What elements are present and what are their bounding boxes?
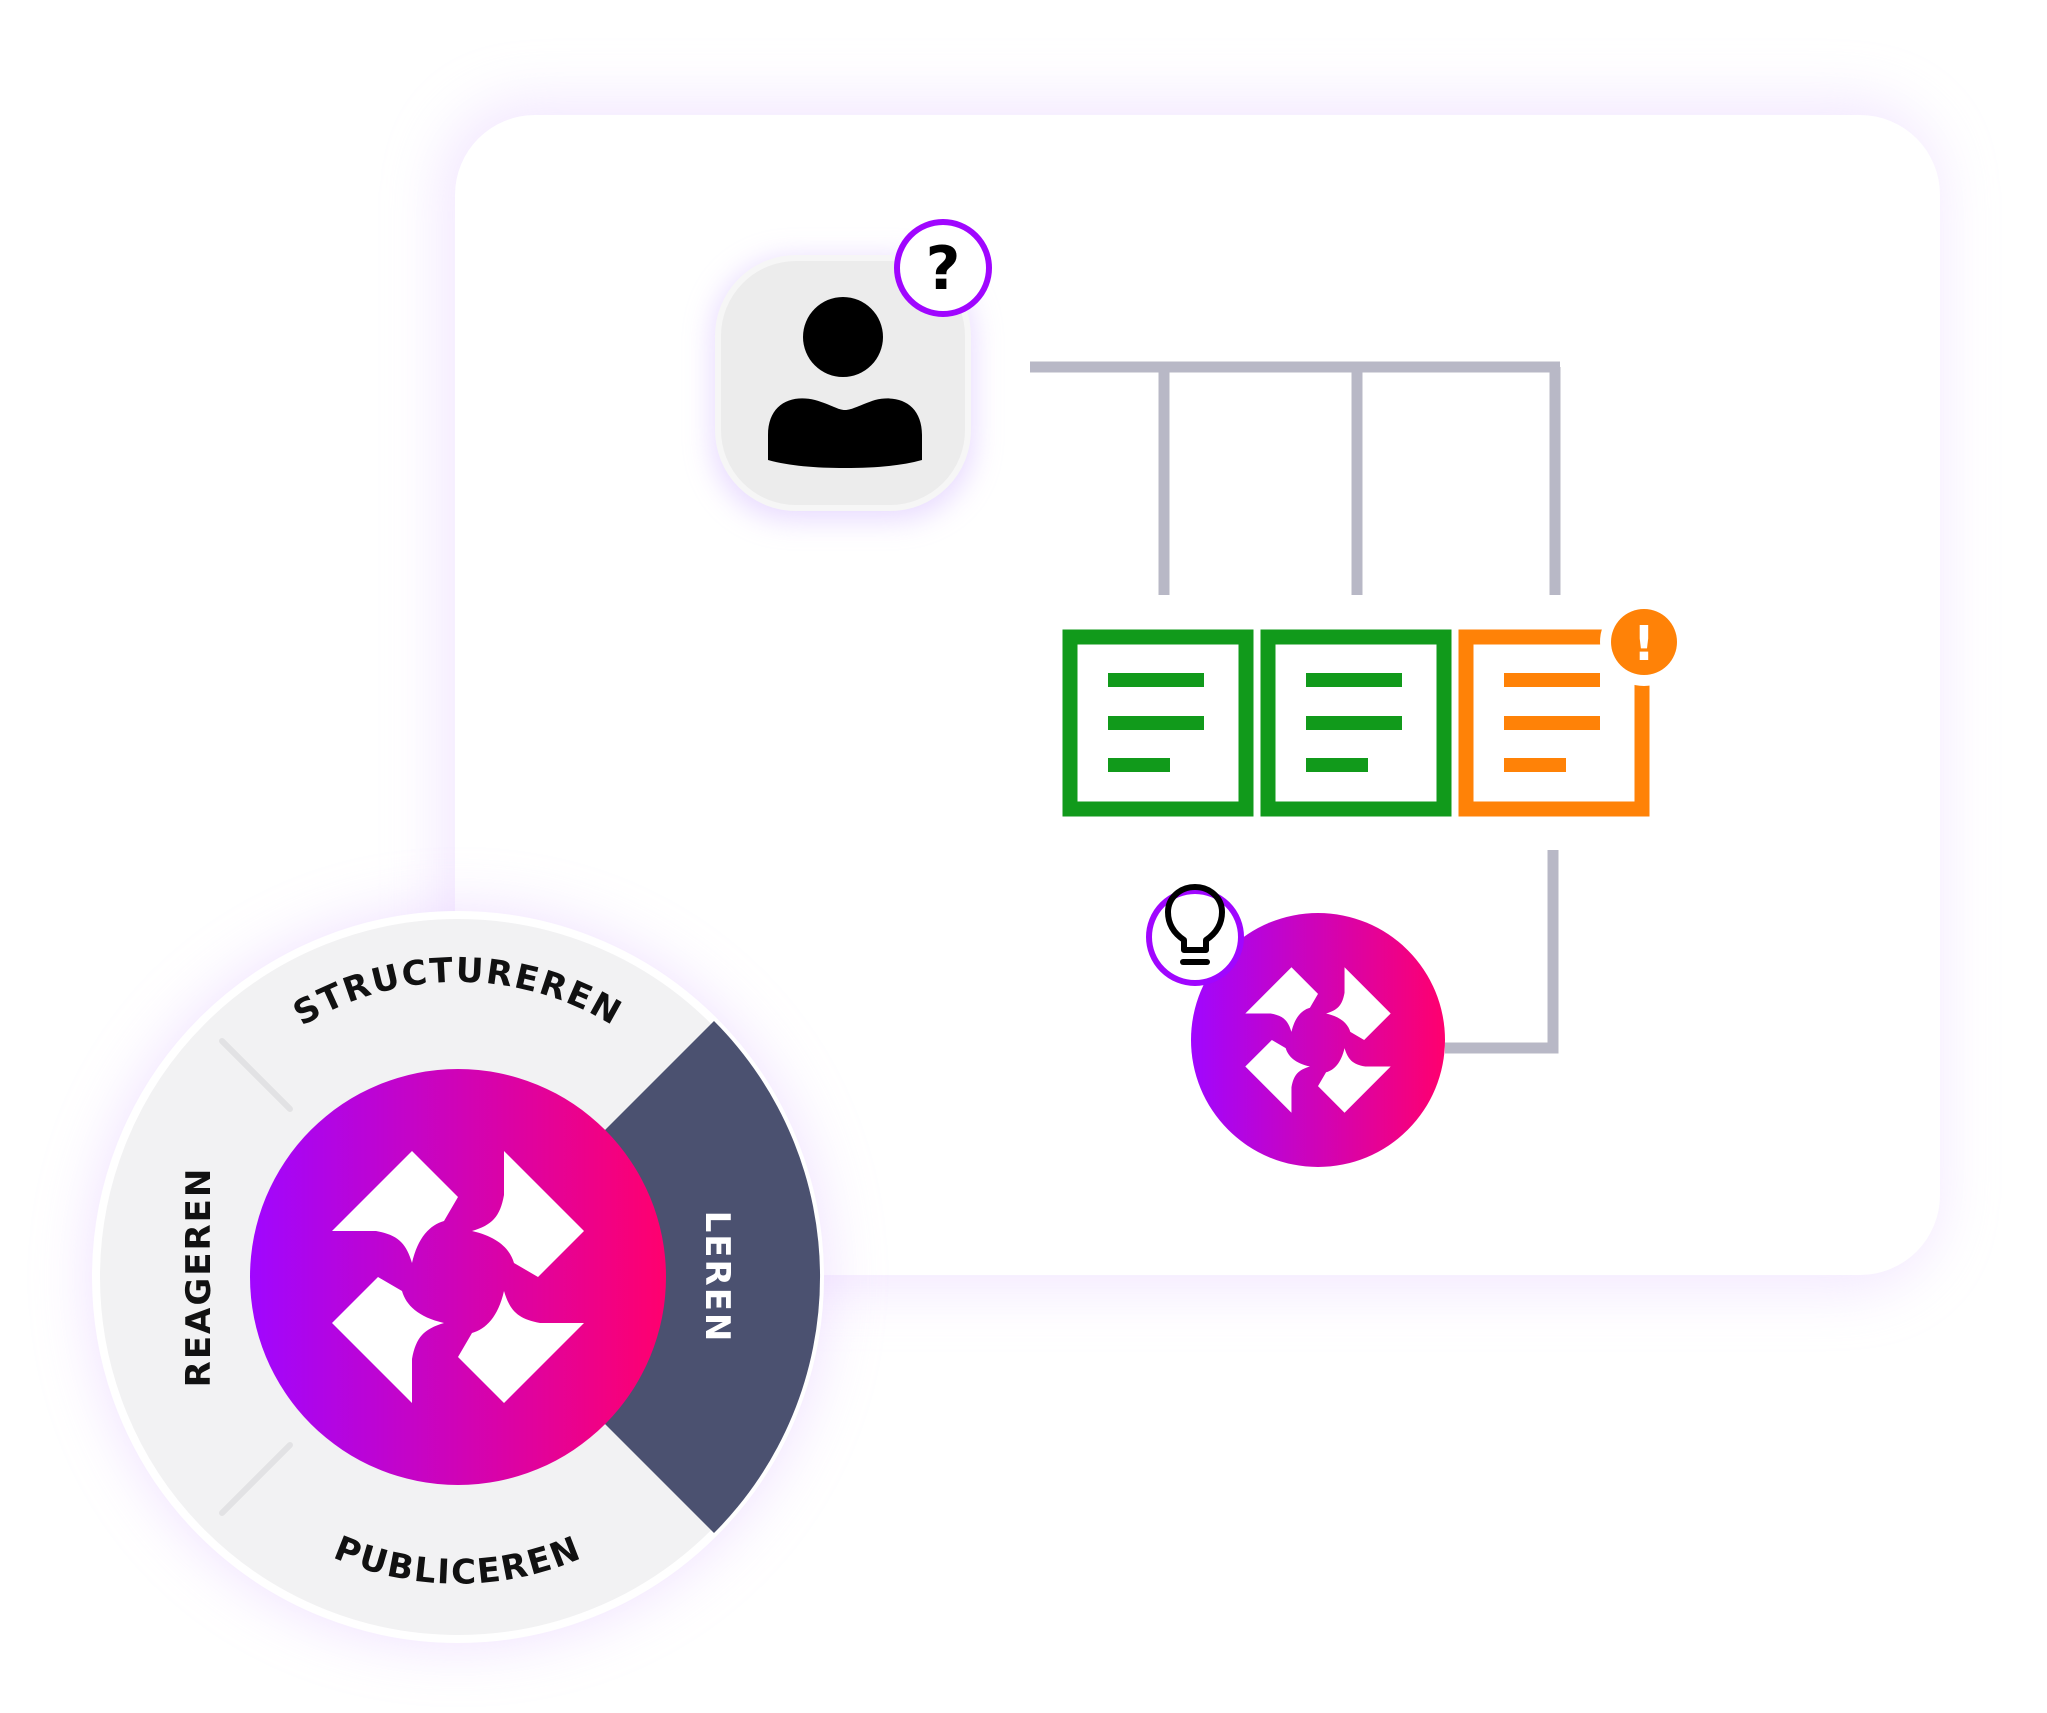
user-icon [768,297,922,468]
warning-badge: ! [1611,609,1677,675]
document-icon-ok [1062,629,1254,817]
warning-mark: ! [1633,616,1655,672]
brand-node [1191,913,1445,1167]
user-tile [712,255,974,520]
document-icon-warning [1458,629,1650,817]
cycle-label-leren[interactable]: LEREN [697,1211,737,1344]
cycle-center [250,1069,666,1485]
question-mark: ? [926,234,961,304]
lightbulb-icon [1165,884,1225,965]
document-icon-ok [1260,629,1452,817]
cycle-label-reageren[interactable]: REAGEREN [179,1167,219,1388]
connector-lines [1030,361,1561,1054]
question-badge: ? [894,219,992,317]
cycle-wheel: STRUCTUREREN PUBLICEREN LEREN REAGEREN [92,911,824,1643]
lightbulb-badge [1146,884,1244,986]
